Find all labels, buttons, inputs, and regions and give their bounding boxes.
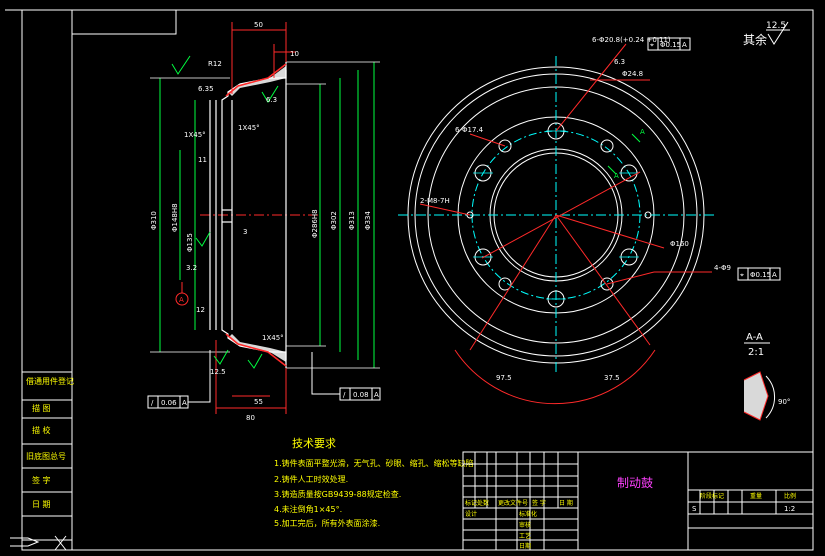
ra-top: 6.3 xyxy=(614,58,625,66)
datum-a-marker: A xyxy=(175,282,189,306)
dim-55: 55 xyxy=(254,398,263,406)
title-block-text: 制动鼓 标记 处数 更改文件号 签 字 日 期 设计 标准化 审核 工艺 日期 … xyxy=(465,476,796,550)
general-roughness: 其余 12.5 xyxy=(743,21,790,47)
tb-sheet-index: S xyxy=(692,505,697,513)
note-holes-4: 4-Φ9 xyxy=(714,264,731,272)
dim-r12: R12 xyxy=(208,60,222,68)
roughness-general-value: 12.5 xyxy=(766,21,786,31)
section-aa-view: A-A 2:1 90° xyxy=(743,332,790,421)
tb-right-header-3: 比例 xyxy=(784,492,796,500)
dim-pitch: Φ24.8 xyxy=(622,70,643,78)
dim-angle-right: 37.5 xyxy=(604,374,620,382)
tb-right-header-2: 重量 xyxy=(750,492,762,500)
left-table-row-2: 描 图 xyxy=(32,403,51,413)
note-holes-top: 6-Φ20.8(+0.24 +0.11) xyxy=(592,36,671,44)
left-table-row-4: 旧底图总号 xyxy=(26,451,66,461)
section-scale: 2:1 xyxy=(748,347,764,358)
dim-635: 6.35 xyxy=(198,85,214,93)
tb-label-4: 签 字 xyxy=(532,499,546,507)
tol-1-datum: A xyxy=(182,399,187,407)
tb-role-3: 审核 xyxy=(519,521,531,529)
dim-chamfer-2: 1X45° xyxy=(238,124,260,132)
roughness-general-label: 其余 xyxy=(743,32,767,47)
tb-label-2: 处数 xyxy=(477,499,489,507)
dim-80: 80 xyxy=(246,414,255,422)
dim-d334: Φ334 xyxy=(364,211,372,230)
tol-bottom-symbol: ⌖ xyxy=(740,271,744,279)
left-table-row-5: 签 字 xyxy=(32,475,51,485)
technical-requirements: 技术要求 1.铸件表面平整光滑，无气孔、砂眼、缩孔、缩松等缺陷. 2.铸件人工时… xyxy=(274,437,476,528)
left-table-row-6: 日 期 xyxy=(32,500,51,509)
tol-top-value: Φ0.15 xyxy=(660,41,681,49)
section-marker-a: A xyxy=(640,128,645,136)
dim-top-width: 50 xyxy=(254,21,263,29)
tolerance-frame-left-1: / 0.06 A xyxy=(147,350,211,409)
sheet-border xyxy=(5,9,814,551)
tech-item-5: 5.加工完后，所有外表面涂漆. xyxy=(274,518,380,528)
left-section-view xyxy=(150,22,380,414)
dim-top-small: 10 xyxy=(290,50,299,58)
section-angle: 90° xyxy=(778,398,790,406)
dim-d160: Φ160 xyxy=(670,240,689,248)
dim-125: 12.5 xyxy=(210,368,226,376)
note-holes-6: 6-Φ17.4 xyxy=(455,126,484,134)
left-signature-table xyxy=(21,371,73,551)
title-block xyxy=(462,451,814,551)
tolerance-frame-front-bottom: ⌖ Φ0.15 A xyxy=(737,267,781,281)
tol-1-value: 0.06 xyxy=(161,399,177,407)
tb-label-5: 日 期 xyxy=(559,499,573,507)
tb-right-header-1: 阶段标记 xyxy=(700,492,724,500)
tech-heading: 技术要求 xyxy=(292,437,336,450)
tol-2-symbol: / xyxy=(343,391,346,399)
dim-d313: Φ313 xyxy=(348,211,356,230)
dim-3: 3 xyxy=(243,228,247,236)
tech-item-2: 2.铸件人工时效处理. xyxy=(274,474,348,484)
tolerance-frame-left-2: / 0.08 A xyxy=(311,352,381,401)
left-table-row-3: 描 校 xyxy=(32,425,51,435)
section-marker-a-2: A xyxy=(614,172,619,180)
dim-12: 12 xyxy=(196,306,205,314)
dim-d310: Φ310 xyxy=(150,211,158,230)
dim-d302: Φ302 xyxy=(330,211,338,230)
tb-role-5: 日期 xyxy=(519,542,531,550)
tb-role-1: 设计 xyxy=(465,510,477,518)
tech-item-1: 1.铸件表面平整光滑，无气孔、砂眼、缩孔、缩松等缺陷. xyxy=(274,458,476,468)
dim-32: 3.2 xyxy=(186,264,197,272)
tech-item-4: 4.未注倒角1×45°. xyxy=(274,504,342,514)
tech-item-3: 3.铸造质量按GB9439-88规定检查. xyxy=(274,489,401,499)
tol-top-symbol: ⌖ xyxy=(650,41,654,49)
tol-2-value: 0.08 xyxy=(353,391,369,399)
title-block-title: 制动鼓 xyxy=(617,476,653,490)
dim-d135: Φ135 xyxy=(186,233,194,252)
dim-chamfer-1: 1X45° xyxy=(184,131,206,139)
tb-label-1: 标记 xyxy=(465,499,477,507)
tb-role-2: 标准化 xyxy=(519,510,537,518)
front-view xyxy=(398,43,714,405)
dim-chamfer-3: 1X45° xyxy=(262,334,284,342)
front-view-annotations: 6-Φ20.8(+0.24 +0.11) Φ24.8 6-Φ17.4 2-M8-… xyxy=(420,36,731,382)
left-table-text: 借通用件登记 描 图 描 校 旧底图总号 签 字 日 期 xyxy=(26,376,74,509)
roughness-small-value: 6.3 xyxy=(266,96,277,104)
dim-angle-left: 97.5 xyxy=(496,374,512,382)
tolerance-frame-front-top: ⌖ Φ0.15 A xyxy=(647,37,691,51)
left-table-row-1: 借通用件登记 xyxy=(26,376,74,386)
tb-label-3: 更改文件号 xyxy=(498,499,528,507)
roughness-symbol-icon xyxy=(171,55,279,369)
tol-top-datum: A xyxy=(682,41,687,49)
arrow-marker-bottom-left xyxy=(10,535,67,551)
note-holes-2: 2-M8-7H xyxy=(420,197,450,205)
tol-bottom-value: Φ0.15 xyxy=(750,271,771,279)
datum-a-label: A xyxy=(179,296,184,304)
tol-2-datum: A xyxy=(374,391,379,399)
tol-1-symbol: / xyxy=(151,399,154,407)
section-label: A-A xyxy=(746,332,763,343)
tb-role-4: 工艺 xyxy=(519,532,531,540)
dim-11: 11 xyxy=(198,156,207,164)
dim-d286: Φ286H8 xyxy=(311,209,319,238)
left-view-dimensions: 50 10 R12 6.35 1X45° 1X45° 11 3 3.2 12 1… xyxy=(150,21,372,422)
tb-scale: 1:2 xyxy=(784,505,795,513)
tol-bottom-datum: A xyxy=(772,271,777,279)
dim-d148: Φ148H8 xyxy=(171,203,179,232)
